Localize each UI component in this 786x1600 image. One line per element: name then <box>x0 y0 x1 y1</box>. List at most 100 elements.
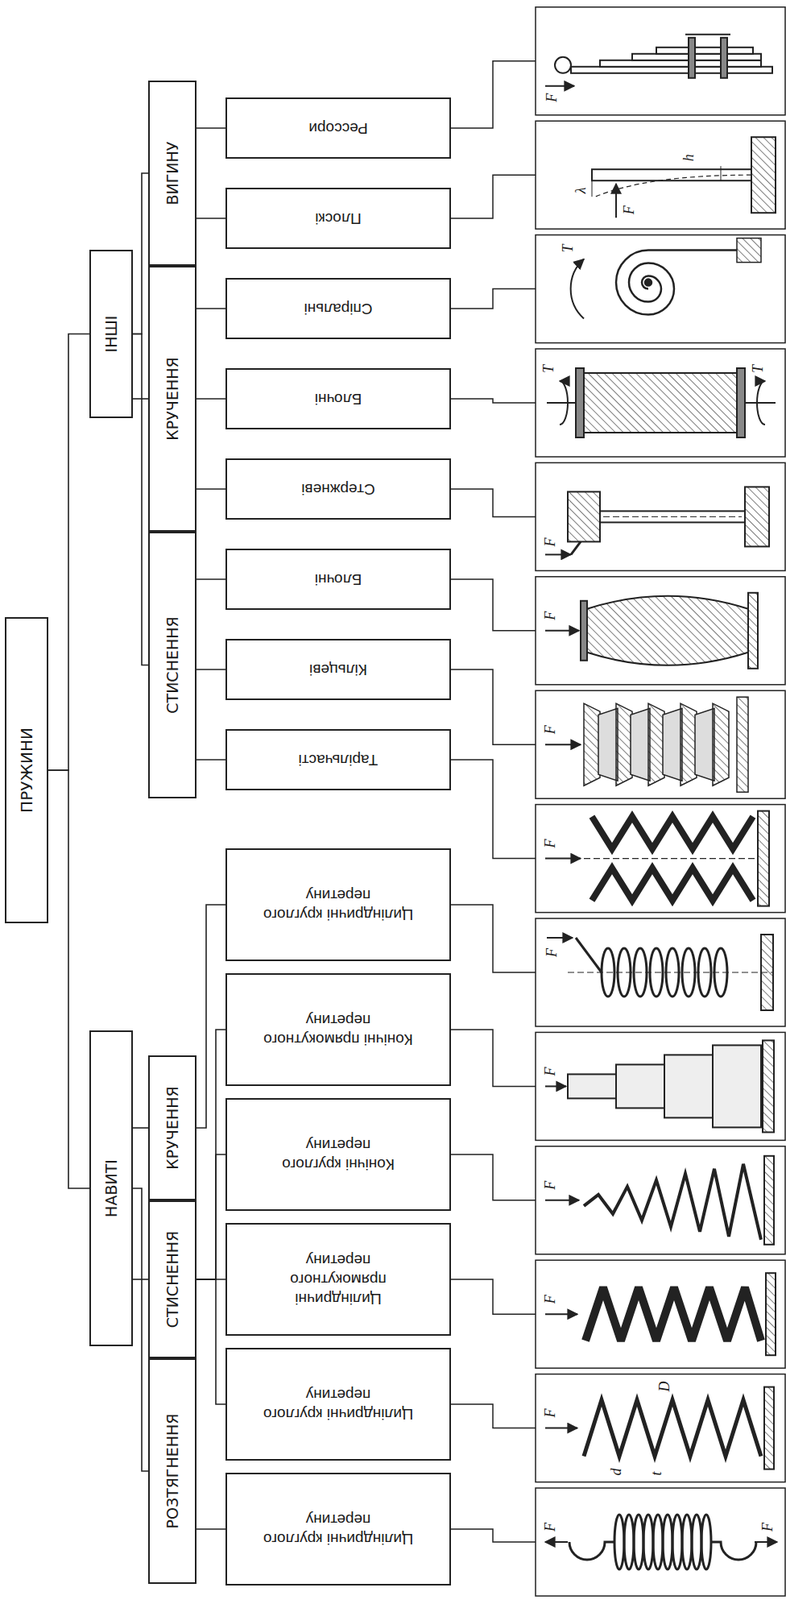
tree-connector <box>196 1278 226 1404</box>
tree-connector <box>132 1187 149 1471</box>
drawing-part <box>712 703 729 786</box>
drawing-part <box>649 947 663 997</box>
drawing-part <box>554 57 571 74</box>
node-label: ВИГИНУ <box>163 141 183 206</box>
drawing-part <box>567 971 774 973</box>
tree-connector <box>196 307 226 310</box>
drawing-part <box>535 1487 786 1596</box>
drawing-part <box>450 904 536 973</box>
leaf-label: Блочні <box>261 569 415 589</box>
figure-symbol: t <box>648 1471 665 1476</box>
drawing-part <box>591 169 752 181</box>
figure-symbol: λ <box>572 186 589 194</box>
drawing-part <box>720 37 728 79</box>
drawing-part <box>545 85 575 87</box>
label-holder: НАВИТІ <box>102 1158 121 1217</box>
extension-spring <box>535 1487 786 1596</box>
drawing-part <box>567 1073 617 1098</box>
drawing-part <box>714 947 728 997</box>
drawing-part <box>615 183 617 218</box>
drawing-part <box>546 936 573 939</box>
figure-symbol: F <box>541 839 559 849</box>
node-label: ПРУЖИНИ <box>16 727 37 813</box>
drawing-part <box>575 937 602 973</box>
figure-symbol: T <box>749 364 766 373</box>
group-box: ІНШІ <box>89 249 133 418</box>
drawing-part <box>570 66 773 74</box>
drawing-part <box>598 707 618 781</box>
label-holder: ВИГИНУ <box>163 141 183 206</box>
torsion-block-spring <box>535 348 786 457</box>
drawing-part <box>535 1145 786 1254</box>
leaf-label: Спіральні <box>261 298 415 319</box>
drawing-part <box>614 1514 625 1569</box>
node-label: СТИСНЕННЯ <box>163 1230 183 1328</box>
label-holder: Плоскі <box>261 208 415 228</box>
drawing-part <box>583 857 758 859</box>
leaf-box: Конічні прямокутного перетину <box>225 972 451 1086</box>
tree-connector <box>196 578 226 580</box>
tree-connector <box>132 334 149 666</box>
drawing-part <box>632 53 762 61</box>
category-box: КРУЧЕННЯ <box>148 265 197 532</box>
drawing-part <box>662 707 683 781</box>
drawing-part <box>616 1063 665 1108</box>
drawing-part <box>617 947 631 997</box>
drawing-part <box>701 1514 712 1569</box>
drawing-part <box>575 368 584 438</box>
drawing-part <box>748 592 758 669</box>
drawing-part <box>645 279 652 286</box>
drawing-part <box>535 1259 786 1368</box>
drawing-part <box>535 348 786 457</box>
leaf-label: Циліндричні круглого перетину <box>261 1509 415 1548</box>
drawing-part <box>757 380 766 425</box>
leaf-box: Стержневі <box>225 458 451 520</box>
category-box: ВИГИНУ <box>148 80 197 266</box>
leaf-box: Спіральні <box>225 277 451 340</box>
drawing-part <box>545 857 581 860</box>
root-box: ПРУЖИНИ <box>4 616 49 923</box>
drawing-part <box>633 947 647 997</box>
drawing-part <box>535 120 786 229</box>
tree-connector <box>196 668 226 671</box>
figure-symbol: F <box>541 611 559 621</box>
drawing-part <box>712 1044 762 1127</box>
drawing-part <box>691 1514 702 1569</box>
drawing-part <box>585 1286 762 1341</box>
leaf-box: Рессори <box>225 97 451 159</box>
drawing-part <box>601 947 615 997</box>
drawing-part <box>545 1312 578 1315</box>
figure-symbol: T <box>559 244 576 253</box>
leaf-box: Циліндричні круглого перетину <box>225 1347 451 1461</box>
tree-connector <box>132 173 149 335</box>
leaf-label: Плоскі <box>261 208 415 228</box>
drawing-part <box>583 372 737 433</box>
drawing-part <box>545 629 580 632</box>
leaf-box: Циліндричні круглого перетину <box>225 848 451 961</box>
drawing-part <box>648 703 665 786</box>
figure-symbol: F <box>541 1408 559 1418</box>
drawing-part <box>633 1514 644 1569</box>
figure-symbol: F <box>541 537 559 547</box>
drawing-part <box>653 1514 663 1569</box>
drawing-part <box>535 576 786 685</box>
leaf-box: Циліндричні прямокутного перетину <box>225 1222 451 1336</box>
label-holder: РОЗТЯГНЕННЯ <box>163 1412 183 1528</box>
cylindrical-compression-spring <box>535 1373 786 1482</box>
tree-connector <box>196 217 226 220</box>
category-box: СТИСНЕННЯ <box>148 1199 197 1358</box>
label-holder: Блочні <box>261 569 415 589</box>
tree-connector <box>48 769 90 1188</box>
drawing-part <box>688 37 695 79</box>
drawing-part <box>685 33 731 36</box>
label-holder: Конічні круглого перетину <box>261 1134 415 1174</box>
ring-spring <box>535 690 786 799</box>
tree-connector <box>196 1527 226 1530</box>
drawing-part <box>595 174 752 197</box>
leaf-label: Блочні <box>261 388 415 409</box>
drawing-part <box>450 61 536 129</box>
figure-symbol: F <box>541 1180 559 1190</box>
drawing-part <box>587 595 749 666</box>
drawing-part <box>624 1514 634 1569</box>
